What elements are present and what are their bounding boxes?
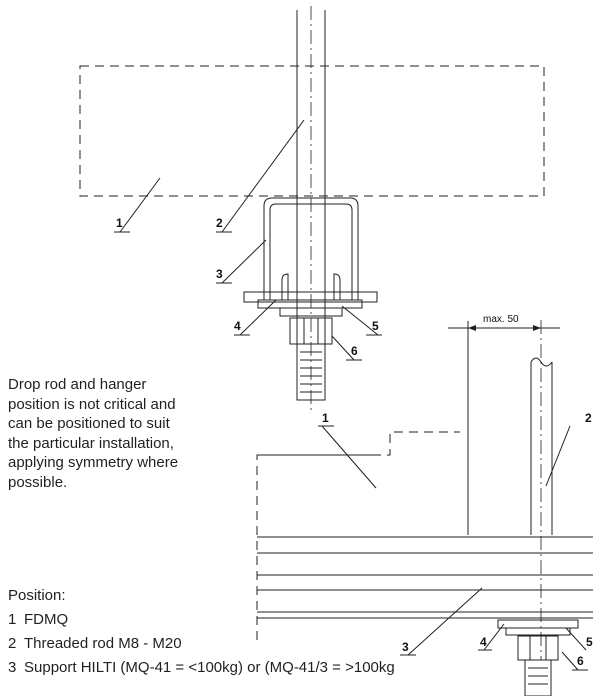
legend-item: 2 Threaded rod M8 - M20 [8,632,395,656]
legend-item-text: FDMQ [24,611,69,628]
legend-item-number: 1 [8,611,17,628]
callout-4-bottom: 4 [480,635,487,649]
legend-item-number: 3 [8,659,17,676]
callout-1-bottom: 1 [322,411,329,425]
callout-2-bottom: 2 [585,411,592,425]
callout-2-top: 2 [216,216,223,230]
plate-top [243,291,378,303]
installation-note: Drop rod and hanger position is not crit… [8,376,179,491]
callout-6-top: 6 [351,344,358,358]
callout-5-bottom: 5 [586,635,593,649]
callout-1-top: 1 [116,216,123,230]
callout-6-bottom: 6 [577,654,584,668]
callout-3-top: 3 [216,267,223,281]
legend-item-text: Support HILTI (MQ-41 = <100kg) or (MQ-41… [24,659,395,676]
callout-5-top: 5 [372,319,379,333]
legend-item: 3 Support HILTI (MQ-41 = <100kg) or (MQ-4… [8,656,395,680]
unit-outline-bottom [256,431,460,640]
callout-3-bottom: 3 [402,640,409,654]
nut-bottom [517,635,559,661]
legend-item-text: Threaded rod M8 - M20 [24,635,182,652]
dimension-label: max. 50 [483,314,519,325]
unit-outline-top [79,65,545,197]
legend-heading: Position: [8,587,66,604]
position-legend: Position: 1 FDMQ 2 Threaded rod M8 - M20 3… [8,584,395,680]
channel-support-top [263,197,359,301]
callout-4-top: 4 [234,319,241,333]
legend-item-number: 2 [8,635,17,652]
legend-item: 1 FDMQ [8,608,395,632]
